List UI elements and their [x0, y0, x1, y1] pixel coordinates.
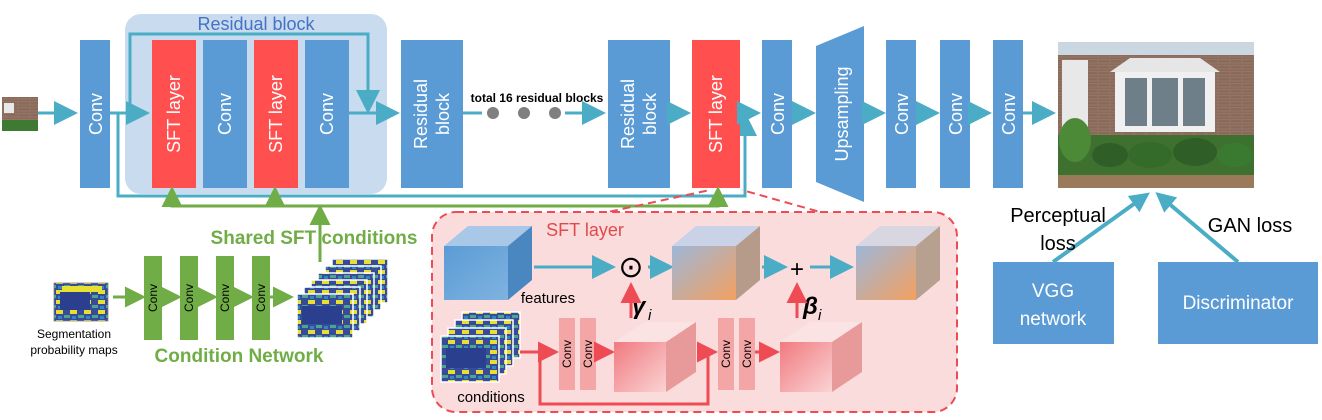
output-features-cube	[856, 226, 940, 300]
conv-block-up-3	[993, 40, 1023, 188]
conv-label: Conv	[218, 284, 232, 312]
condition-network-title: Condition Network	[155, 346, 324, 367]
vgg-label-line1: VGG	[1032, 281, 1074, 302]
multiply-icon: ⊙	[618, 251, 643, 284]
sft-beta-conv-1	[718, 318, 734, 390]
conv-block-1	[80, 40, 110, 188]
conv-label: Conv	[146, 284, 160, 312]
total-blocks-text: total 16 residual blocks	[471, 91, 604, 105]
beta-cube	[780, 322, 862, 392]
conv-block-res-2	[305, 40, 349, 188]
cond-conv-2	[180, 256, 198, 340]
perceptual-loss-label-line1: Perceptual	[1010, 205, 1106, 227]
seg-caption-line1: Segmentation	[37, 327, 111, 341]
conv-label: Conv	[182, 284, 196, 312]
features-label: features	[521, 290, 575, 307]
conv-label: Conv	[719, 340, 733, 368]
residual-label: block	[433, 92, 453, 135]
gamma-cube	[614, 322, 696, 392]
conv-block-post	[762, 40, 792, 188]
ellipsis-dot	[518, 107, 530, 119]
upsampling-block	[816, 26, 864, 202]
residual-label: Residual	[618, 79, 638, 149]
sft-gamma-conv-2	[580, 318, 596, 390]
conv-label: Conv	[317, 93, 337, 135]
sft-layer-block-final	[692, 40, 740, 188]
sft-beta-conv-2	[739, 318, 755, 390]
sft-layer-block-1	[152, 40, 196, 188]
gamma-subscript: i	[648, 307, 652, 324]
hr-output-image	[1058, 42, 1254, 188]
conv-block-up-1	[886, 40, 916, 188]
conv-block-res-1	[203, 40, 247, 188]
vgg-label-line2: network	[1020, 309, 1087, 330]
gamma-symbol: γ	[632, 293, 647, 320]
discriminator-box	[1158, 262, 1318, 344]
zoom-guide-left	[431, 189, 711, 251]
conv-label: Conv	[768, 93, 788, 135]
beta-symbol: β	[802, 293, 818, 320]
sft-detail-title: SFT layer	[546, 220, 624, 240]
beta-branch-line	[538, 352, 710, 406]
cond-conv-3	[216, 256, 234, 340]
conv-label: Conv	[254, 284, 268, 312]
conv-label: Conv	[560, 340, 574, 368]
conv-label: Conv	[86, 93, 106, 135]
residual-block-title: Residual block	[197, 14, 315, 34]
lr-input-image	[2, 97, 38, 131]
conditions-label: conditions	[457, 389, 525, 406]
conv-label: Conv	[581, 340, 595, 368]
features-cube	[444, 226, 532, 300]
upsampling-label: Upsampling	[832, 66, 852, 161]
residual-label: block	[640, 92, 660, 135]
gan-loss-arrow	[1155, 192, 1240, 264]
beta-subscript: i	[818, 307, 822, 324]
sft-layer-block-2	[254, 40, 298, 188]
gan-loss-label: GAN loss	[1208, 215, 1292, 237]
ellipsis-dot	[549, 107, 561, 119]
discriminator-label: Discriminator	[1183, 293, 1295, 314]
sft-layer-label: SFT layer	[164, 75, 184, 153]
segmentation-maps-input	[53, 282, 109, 322]
sft-conditions-stack	[440, 311, 521, 383]
conv-label: Conv	[892, 93, 912, 135]
residual-skip-arrow	[128, 32, 380, 114]
conv-label: Conv	[740, 340, 754, 368]
perceptual-loss-arrow	[1051, 192, 1150, 264]
cond-conv-4	[252, 256, 270, 340]
cond-conv-1	[144, 256, 162, 340]
global-skip-arrow	[116, 112, 757, 198]
sft-layer-label: SFT layer	[706, 75, 726, 153]
add-icon: +	[790, 256, 804, 283]
ellipsis-dot	[487, 107, 499, 119]
conv-label: Conv	[999, 93, 1019, 135]
perceptual-loss-label-line2: loss	[1040, 233, 1076, 255]
vgg-network-box	[993, 262, 1114, 344]
seg-caption-line2: probability maps	[30, 343, 117, 357]
sft-gamma-conv-1	[559, 318, 575, 390]
scaled-features-cube	[672, 226, 760, 300]
condition-maps-stack	[296, 258, 389, 339]
conv-label: Conv	[215, 93, 235, 135]
residual-block-2	[401, 40, 463, 188]
residual-label: Residual	[411, 79, 431, 149]
residual-block-16	[608, 40, 670, 188]
sft-layer-label: SFT layer	[266, 75, 286, 153]
conv-label: Conv	[946, 93, 966, 135]
shared-sft-conditions-text: Shared SFT conditions	[211, 228, 418, 249]
conv-block-up-2	[940, 40, 970, 188]
